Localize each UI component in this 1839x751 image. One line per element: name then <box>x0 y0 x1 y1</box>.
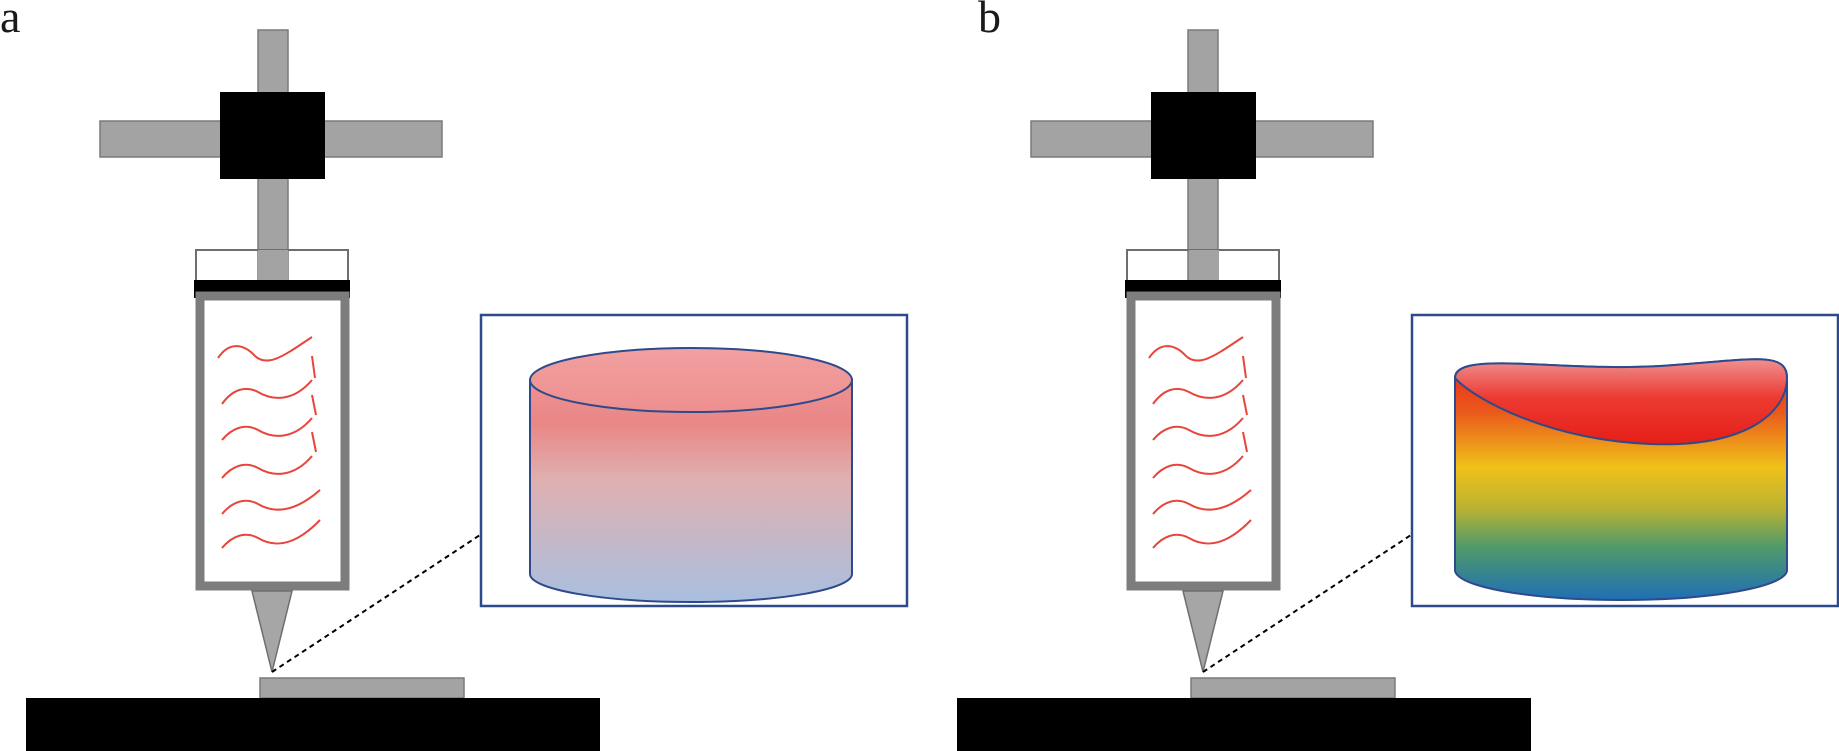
printer-diagram-a <box>26 29 909 751</box>
nozzle-icon <box>251 590 293 673</box>
printer-gantry-icon <box>99 29 443 281</box>
syringe-barrel-icon <box>194 249 350 591</box>
fiber-waves <box>217 336 321 549</box>
printer-diagram-b <box>957 29 1839 751</box>
zoom-line <box>1202 534 1412 673</box>
syringe-barrel-icon <box>1125 249 1281 591</box>
build-platform-icon <box>26 677 600 751</box>
fiber-waves <box>1148 336 1252 549</box>
print-head-block <box>1151 92 1256 179</box>
build-platform-icon <box>957 677 1531 751</box>
printer-gantry-icon <box>1030 29 1374 281</box>
panel-b: b <box>930 0 1839 751</box>
panel-a: a <box>0 0 909 751</box>
print-head-block <box>220 92 325 179</box>
cylinder-icon <box>1453 358 1789 601</box>
nozzle-icon <box>1182 590 1224 673</box>
zoom-line <box>271 534 481 673</box>
panel-label-a: a <box>0 0 21 42</box>
panel-label-b: b <box>978 0 1001 42</box>
cylinder-icon <box>529 347 853 603</box>
